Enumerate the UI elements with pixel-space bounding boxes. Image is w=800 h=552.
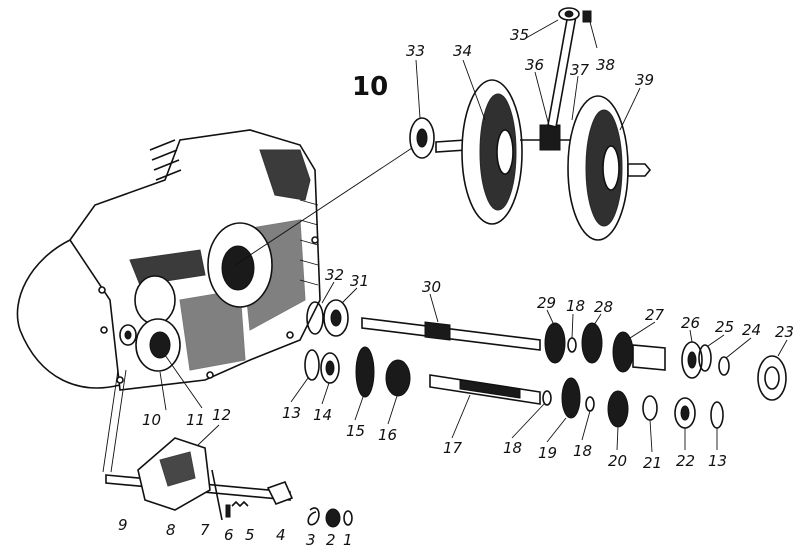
crankshaft-assembly bbox=[409, 7, 652, 241]
callout-2: 2 bbox=[326, 531, 336, 549]
callout-32: 32 bbox=[325, 266, 344, 284]
callout-13-b: 13 bbox=[708, 452, 727, 470]
callout-39: 39 bbox=[635, 71, 654, 89]
callout-37: 37 bbox=[570, 61, 590, 79]
callout-38: 38 bbox=[596, 56, 615, 74]
callout-29: 29 bbox=[537, 294, 556, 312]
callout-5: 5 bbox=[245, 526, 255, 544]
callout-10: 10 bbox=[142, 411, 161, 429]
callout-30: 30 bbox=[422, 278, 441, 296]
callout-15: 15 bbox=[346, 422, 365, 440]
callout-11: 11 bbox=[186, 411, 205, 429]
callout-22: 22 bbox=[676, 452, 695, 470]
callout-7: 7 bbox=[200, 521, 210, 539]
callout-9: 9 bbox=[118, 516, 128, 534]
crankcase-half bbox=[16, 129, 321, 391]
callout-3: 3 bbox=[306, 531, 316, 549]
callout-31: 31 bbox=[350, 272, 369, 290]
leader-lines bbox=[159, 19, 788, 453]
gearbox-parts bbox=[304, 299, 787, 429]
callout-24: 24 bbox=[742, 321, 761, 339]
callout-17: 17 bbox=[443, 439, 463, 457]
callout-25: 25 bbox=[715, 318, 734, 336]
callout-14: 14 bbox=[313, 406, 332, 424]
callout-34: 34 bbox=[453, 42, 472, 60]
callout-16: 16 bbox=[378, 426, 397, 444]
callout-18-b: 18 bbox=[503, 439, 522, 457]
callout-4: 4 bbox=[276, 526, 286, 544]
callout-18: 18 bbox=[566, 297, 585, 315]
callout-36: 36 bbox=[525, 56, 544, 74]
callout-1: 1 bbox=[343, 531, 353, 549]
callout-23: 23 bbox=[775, 323, 794, 341]
callout-12: 12 bbox=[212, 406, 231, 424]
figure-title: 10 bbox=[352, 72, 388, 102]
callout-33: 33 bbox=[406, 42, 425, 60]
callout-21: 21 bbox=[643, 454, 662, 472]
callout-20: 20 bbox=[608, 452, 627, 470]
bottom-shaft-parts bbox=[102, 369, 353, 528]
callout-26: 26 bbox=[681, 314, 700, 332]
callout-13: 13 bbox=[282, 404, 301, 422]
callout-28: 28 bbox=[594, 298, 613, 316]
callout-18-c: 18 bbox=[573, 442, 592, 460]
callout-19: 19 bbox=[538, 444, 557, 462]
callout-35: 35 bbox=[510, 26, 529, 44]
callout-27: 27 bbox=[645, 306, 665, 324]
callout-6: 6 bbox=[224, 526, 234, 544]
callout-8: 8 bbox=[166, 521, 176, 539]
callout-labels: 1 2 3 4 5 6 7 8 9 10 11 12 13 14 15 16 1… bbox=[118, 26, 794, 549]
